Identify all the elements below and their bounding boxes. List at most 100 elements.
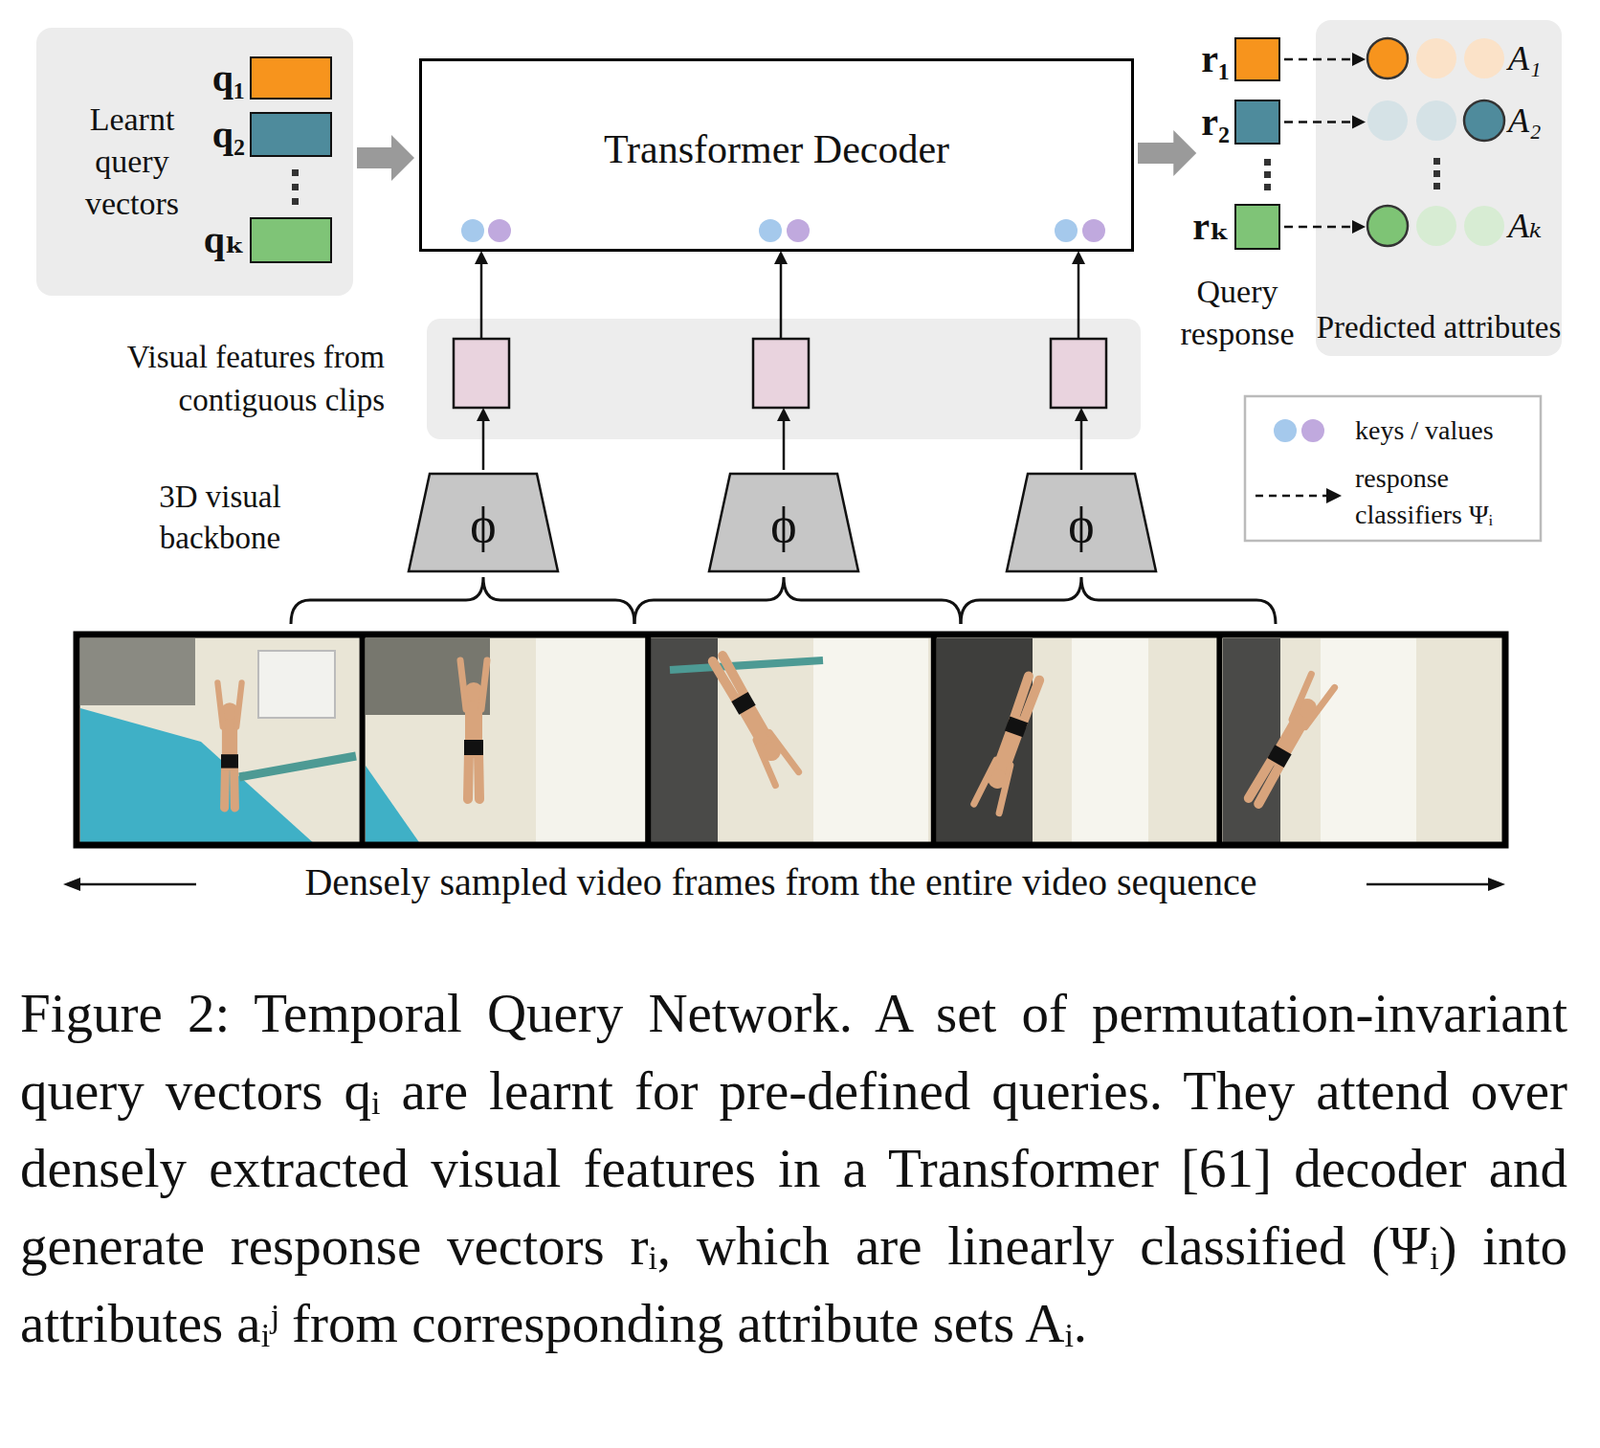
attribute-set-label: A₂ [1508, 98, 1542, 144]
pool [365, 765, 422, 845]
trapezoid-shape [408, 473, 558, 572]
ellipsis-dot [1433, 182, 1441, 190]
legend-label: response classifiers Ψᵢ [1355, 460, 1537, 534]
brace [960, 577, 1276, 624]
arrow-head [1071, 250, 1086, 265]
connector-line [480, 262, 484, 339]
tower [1320, 638, 1417, 843]
legend-box [1244, 396, 1541, 541]
feature-arrow [474, 250, 489, 339]
box-label: Transformer Decoder [603, 125, 950, 174]
key-dot [758, 219, 782, 243]
attribute-circle [1464, 38, 1505, 79]
ellipsis-dot [1264, 183, 1271, 191]
frame-divider [931, 634, 937, 845]
part-label: 3D visual backbone [138, 476, 302, 559]
value-dot [1082, 219, 1106, 243]
panel-ground [36, 27, 354, 296]
vector-label: qₖ [203, 221, 245, 260]
block-arrow [356, 134, 415, 181]
span-arrow-head [1488, 877, 1506, 891]
query-panel: Learnt query vectorsq₁q₂qₖ [36, 27, 354, 296]
query-vector-box: q₁ [249, 56, 333, 100]
tower [535, 638, 645, 843]
connector-line [1284, 225, 1355, 229]
tower [813, 638, 929, 843]
attribute-circle [1367, 38, 1408, 79]
response-box: rₖ [1234, 203, 1281, 250]
span-arrow-head [63, 877, 81, 891]
trapezoid-shape [1006, 473, 1156, 572]
diver [217, 683, 242, 809]
value-dot [786, 219, 810, 243]
attribute-circle [1464, 205, 1505, 246]
connector-line [1284, 120, 1355, 124]
axis-label: Query response [1165, 270, 1310, 356]
feature-arrow [774, 250, 788, 339]
stands [1222, 638, 1281, 843]
key-dot [1054, 219, 1078, 243]
diver [974, 673, 1047, 814]
backbone-trapezoid: ϕ [1004, 471, 1158, 574]
arrow-head [777, 407, 791, 422]
vector-label: r₁ [1200, 40, 1230, 79]
vector-label: q₁ [212, 59, 245, 98]
attribute-set-label: A₁ [1508, 36, 1542, 82]
feature-box [753, 338, 809, 408]
response-box: r₂ [1234, 99, 1281, 145]
classifier-arrow [1284, 115, 1366, 130]
legend-sample [1273, 419, 1297, 443]
stands [80, 638, 196, 706]
arrow-head [476, 407, 490, 422]
connector-line [482, 419, 486, 470]
feature-arrow [777, 407, 791, 470]
attribute-set-label: Aₖ [1508, 203, 1542, 249]
feature-arrow [476, 407, 490, 470]
frame-border [76, 634, 1506, 845]
backbone-symbol: ϕ [1067, 494, 1094, 551]
diving-board [669, 660, 823, 670]
arrow-head [774, 250, 788, 265]
panel-ground [1315, 20, 1562, 356]
brace [290, 577, 635, 624]
pool [80, 708, 316, 845]
feature-band: Visual features from contiguous clips [426, 318, 1141, 440]
feature-arrow [1074, 407, 1089, 470]
attribute-circle [1367, 100, 1408, 141]
vector-label: r₂ [1200, 103, 1230, 142]
ellipsis-dot [291, 169, 299, 177]
frame-divider [359, 634, 366, 845]
vector-label: rₖ [1192, 207, 1230, 246]
legend-sample [1301, 419, 1325, 443]
backbone-symbol: ϕ [469, 494, 496, 551]
query-vector-box: q₂ [249, 111, 333, 157]
diver [460, 660, 488, 800]
connector-line [1077, 262, 1081, 339]
span-label: Densely sampled video frames from the en… [300, 857, 1261, 908]
decoder-box: Transformer Decoder [419, 58, 1134, 252]
arrow-head [1074, 407, 1089, 422]
block-arrow-shape [356, 134, 415, 181]
vector-label: q₂ [212, 115, 245, 155]
connector-line [1284, 58, 1355, 62]
diver [706, 651, 800, 786]
backbone-symbol: ϕ [770, 494, 797, 551]
ellipsis-dot [291, 183, 299, 191]
attribute-circle [1464, 100, 1505, 141]
feature-arrow [1071, 250, 1086, 339]
backbone-trapezoid: ϕ [406, 471, 560, 574]
trapezoid-shape [709, 473, 859, 572]
key-dot [461, 219, 485, 243]
box-label: Learnt query vectors [74, 98, 190, 226]
query-vector-box: qₖ [249, 217, 333, 264]
connector-line [782, 419, 786, 470]
ellipsis-dot [291, 198, 299, 205]
frame-divider [644, 634, 651, 845]
legend-sample [1255, 494, 1329, 498]
ellipsis-dot [1264, 171, 1271, 178]
legend-sample [1326, 488, 1342, 504]
frame-divider [1216, 634, 1223, 845]
connector-line [1080, 419, 1084, 470]
attribute-circle [1416, 38, 1457, 79]
legend-label: keys / values [1355, 412, 1494, 449]
